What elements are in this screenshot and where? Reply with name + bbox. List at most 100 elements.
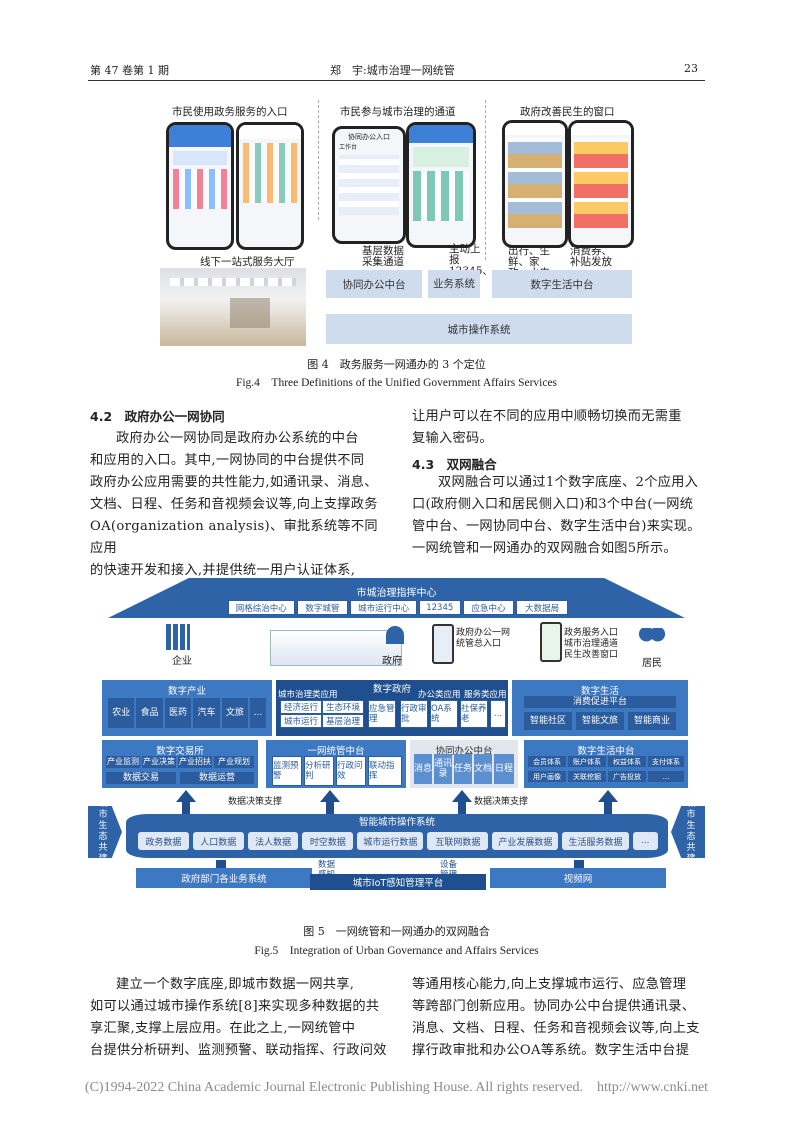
exchange-title: 数字交易所 — [156, 746, 204, 757]
gov-app-service: 服务类应用 — [464, 690, 507, 700]
gov-item-more: ... — [490, 700, 506, 728]
unified-accountability: 行政问效 — [336, 756, 366, 786]
os-gov-data: 政务数据 — [138, 832, 189, 850]
gov-item-grassroots: 基层治理 — [322, 714, 364, 728]
industry-medicine: 医药 — [164, 698, 192, 728]
arrow-shaft-3 — [458, 802, 466, 814]
exchange-decision: 产业决策 — [142, 756, 176, 768]
phone-gov-service-1 — [166, 122, 234, 250]
phone-collab-office: 协同办公入口 工作台 — [332, 126, 406, 244]
os-legal-entity-data: 法人数据 — [247, 832, 299, 850]
gov-item-oa: OA系统 — [430, 700, 458, 728]
section-4-3-title: 4.3 双网融合 — [412, 457, 497, 472]
video-network: 视频网 — [490, 868, 666, 888]
os-city-ops-data: 城市运行数据 — [357, 832, 424, 850]
bottom-left-body: 建立一个数字底座,即城市数据一网共享, 如可以通过城市操作系统[8]来实现多种数… — [90, 977, 387, 1058]
gov-item-approval: 行政审批 — [400, 700, 428, 728]
gov-app-governance: 城市治理类应用 — [278, 690, 338, 700]
service-hall-photo — [160, 268, 306, 346]
unified-analysis: 分析研判 — [304, 756, 334, 786]
gov-systems: 政府部门各业务系统 — [136, 868, 312, 888]
command-center-tabs: 网格综治中心 数字城管 城市运行中心 12345 应急中心 大数据局 — [228, 600, 568, 615]
life-rights: 权益体系 — [608, 756, 646, 767]
divider-1 — [318, 100, 319, 220]
collab-document: 文档 — [474, 754, 492, 784]
arrow-up-3 — [452, 790, 472, 802]
collab-contacts: 通讯录 — [434, 754, 452, 784]
fig5-caption-en: Fig.5 Integration of Urban Governance an… — [254, 945, 539, 957]
gov-entry-label: 政府办公一网统管总入口 — [456, 628, 511, 649]
gov-item-social-security: 社保养老 — [460, 700, 488, 728]
life-account: 账户体系 — [568, 756, 606, 767]
device-mgmt-label: 设备管理 — [440, 860, 458, 880]
industry-auto: 汽车 — [193, 698, 220, 728]
tab-emergency: 应急中心 — [462, 600, 515, 615]
industry-items: 农业 食品 医药 汽车 文旅 ... — [108, 698, 266, 728]
os-internet-data: 互联网数据 — [427, 832, 489, 850]
command-center-title: 市城治理指挥中心 — [356, 588, 437, 599]
unified-mid-title: 一网统管中台 — [307, 746, 365, 757]
tab-grid-center: 网格综治中心 — [228, 600, 295, 615]
unified-monitor: 监测预警 — [272, 756, 302, 786]
header-rule — [88, 80, 705, 81]
life-more: ... — [648, 771, 684, 782]
os-data-items: 政务数据 人口数据 法人数据 时空数据 城市运行数据 互联网数据 产业发展数据 … — [138, 832, 658, 850]
exchange-data-ops: 数据运营 — [180, 772, 254, 784]
arrow-shaft-1 — [182, 802, 190, 814]
enterprise-icon — [166, 624, 190, 650]
industry-agriculture: 农业 — [108, 698, 135, 728]
life-member: 会员体系 — [528, 756, 566, 767]
resident-icon — [638, 628, 666, 648]
collab-schedule: 日程 — [494, 754, 514, 784]
fig5-caption: 图 5 一网统管和一网通办的双网融合 — [303, 925, 490, 938]
collab-mid-title: 协同办公中台 — [435, 746, 493, 757]
citizen-phone-icon — [540, 622, 562, 662]
bottom-right-body: 等通用核心能力,向上支撑城市运行、应急管理 等跨部门创新应用。协同办公中台提供通… — [412, 977, 700, 1058]
digital-industry-title: 数字产业 — [167, 686, 206, 697]
os-more: ... — [632, 832, 658, 850]
phone-gov-service-2 — [236, 122, 304, 250]
eco-left: 城市生态共建 — [88, 806, 122, 858]
figure-4: 市民使用政务服务的入口 市民参与城市治理的通道 政府改善民生的窗口 协同办公入口… — [140, 96, 660, 351]
os-industry-data: 产业发展数据 — [492, 832, 559, 850]
fig4-caption: 图 4 政务服务一网通办的 3 个定位 — [307, 358, 486, 371]
os-title: 智能城市操作系统 — [358, 817, 435, 828]
life-ads: 广告投放 — [608, 771, 646, 782]
industry-more: ... — [250, 698, 266, 728]
tab-operation-center: 城市运行中心 — [350, 600, 417, 615]
tab-12345: 12345 — [418, 600, 461, 615]
fig4-caption-en: Fig.4 Three Definitions of the Unified G… — [235, 377, 558, 389]
exchange-plan: 产业规划 — [214, 756, 254, 768]
arrow-up-1 — [176, 790, 196, 802]
decision-support-left: 数据决策支撑 — [228, 797, 283, 807]
eco-left-text: 城市生态共建 — [98, 799, 108, 864]
page-number: 23 — [684, 62, 698, 75]
dashboard-screen — [270, 630, 402, 666]
gov-item-city-operation: 城市运行 — [280, 714, 322, 728]
collab-task: 任务 — [454, 754, 472, 784]
right-col-continuation: 让用户可以在不同的应用中顺畅切换而无需重 复输入密码。 — [412, 409, 682, 446]
phone-report — [406, 122, 476, 248]
enterprise-label: 企业 — [172, 656, 192, 667]
copyright-footer: (C)1994-2022 China Academic Journal Elec… — [84, 1080, 709, 1095]
gov-phone-icon — [432, 624, 454, 664]
life-mid-title: 数字生活中台 — [577, 746, 635, 757]
box-collab-office: 协同办公中台 — [326, 270, 422, 298]
unified-command: 联动指挥 — [368, 756, 402, 786]
digital-gov-title: 数字政府 — [372, 684, 411, 695]
industry-tourism: 文旅 — [221, 698, 249, 728]
life-smart-community: 智能社区 — [524, 712, 572, 730]
citizen-entry-label: 政务服务入口城市治理通道民生改善窗口 — [564, 628, 619, 660]
arrow-up-2 — [320, 790, 340, 802]
video-connector — [574, 860, 584, 868]
section-4-2-title: 4.2 政府办公一网协同 — [90, 409, 225, 424]
section-4-3-body: 双网融合可以通过1个数字底座、2个应用入 口(政府侧入口和居民侧入口)和3个中台… — [412, 475, 701, 556]
offline-hall-label: 线下一站式服务大厅 — [200, 256, 295, 268]
arrow-shaft-2 — [326, 802, 334, 814]
os-spatial-data: 时空数据 — [302, 832, 354, 850]
fig4-label-window: 政府改善民生的窗口 — [520, 106, 615, 118]
resident-label: 居民 — [642, 658, 662, 669]
figure-5: 市城治理指挥中心 网格综治中心 数字城管 城市运行中心 12345 应急中心 大… — [88, 578, 705, 890]
gov-item-economy: 经济运行 — [280, 700, 322, 714]
gov-app-office: 办公类应用 — [418, 690, 461, 700]
